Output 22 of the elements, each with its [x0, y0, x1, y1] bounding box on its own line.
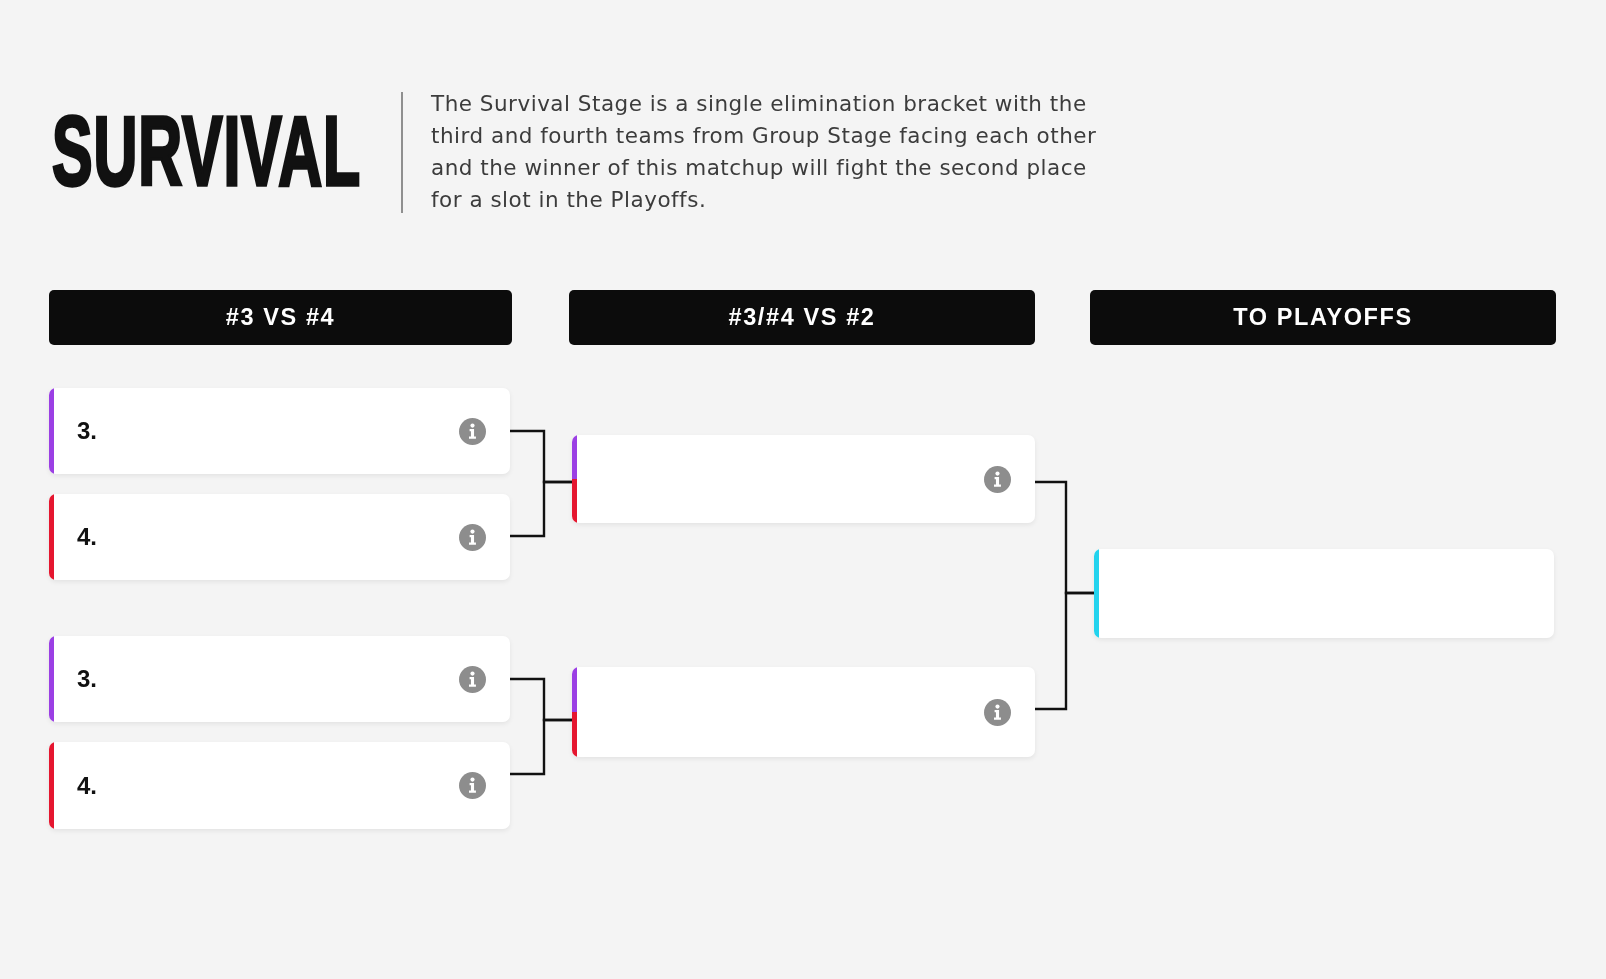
bracket-line — [1035, 591, 1094, 711]
bracket-line — [510, 718, 572, 776]
team-slot — [572, 435, 1035, 523]
team-slot — [1094, 549, 1554, 638]
team-slot — [49, 636, 510, 722]
team-slot — [49, 494, 510, 580]
round-header-bar — [1090, 290, 1556, 345]
round-title: TO PLAYOFFS — [1233, 304, 1413, 331]
team-slot — [49, 742, 510, 829]
seed-number: 3. — [77, 665, 97, 693]
round-title: #3 VS #4 — [225, 304, 336, 331]
page-title: SURVIVAL — [52, 102, 362, 200]
seed-number: 3. — [77, 417, 97, 445]
round-header-bar — [49, 290, 512, 345]
round-title: #3/#4 VS #2 — [728, 304, 876, 331]
seed-number: 4. — [77, 771, 97, 800]
seed-number: 4. — [77, 523, 97, 551]
team-slot — [572, 667, 1035, 757]
bracket-line — [510, 480, 572, 538]
round-header-bar — [569, 290, 1035, 345]
team-slot — [49, 388, 510, 474]
description-text: The Survival Stage is a single elimination bracket with the third and fourth teams from Group Stage facing each other and the winner of this matchup will fight the second place for a slot in the Playoffs. — [431, 90, 1098, 214]
